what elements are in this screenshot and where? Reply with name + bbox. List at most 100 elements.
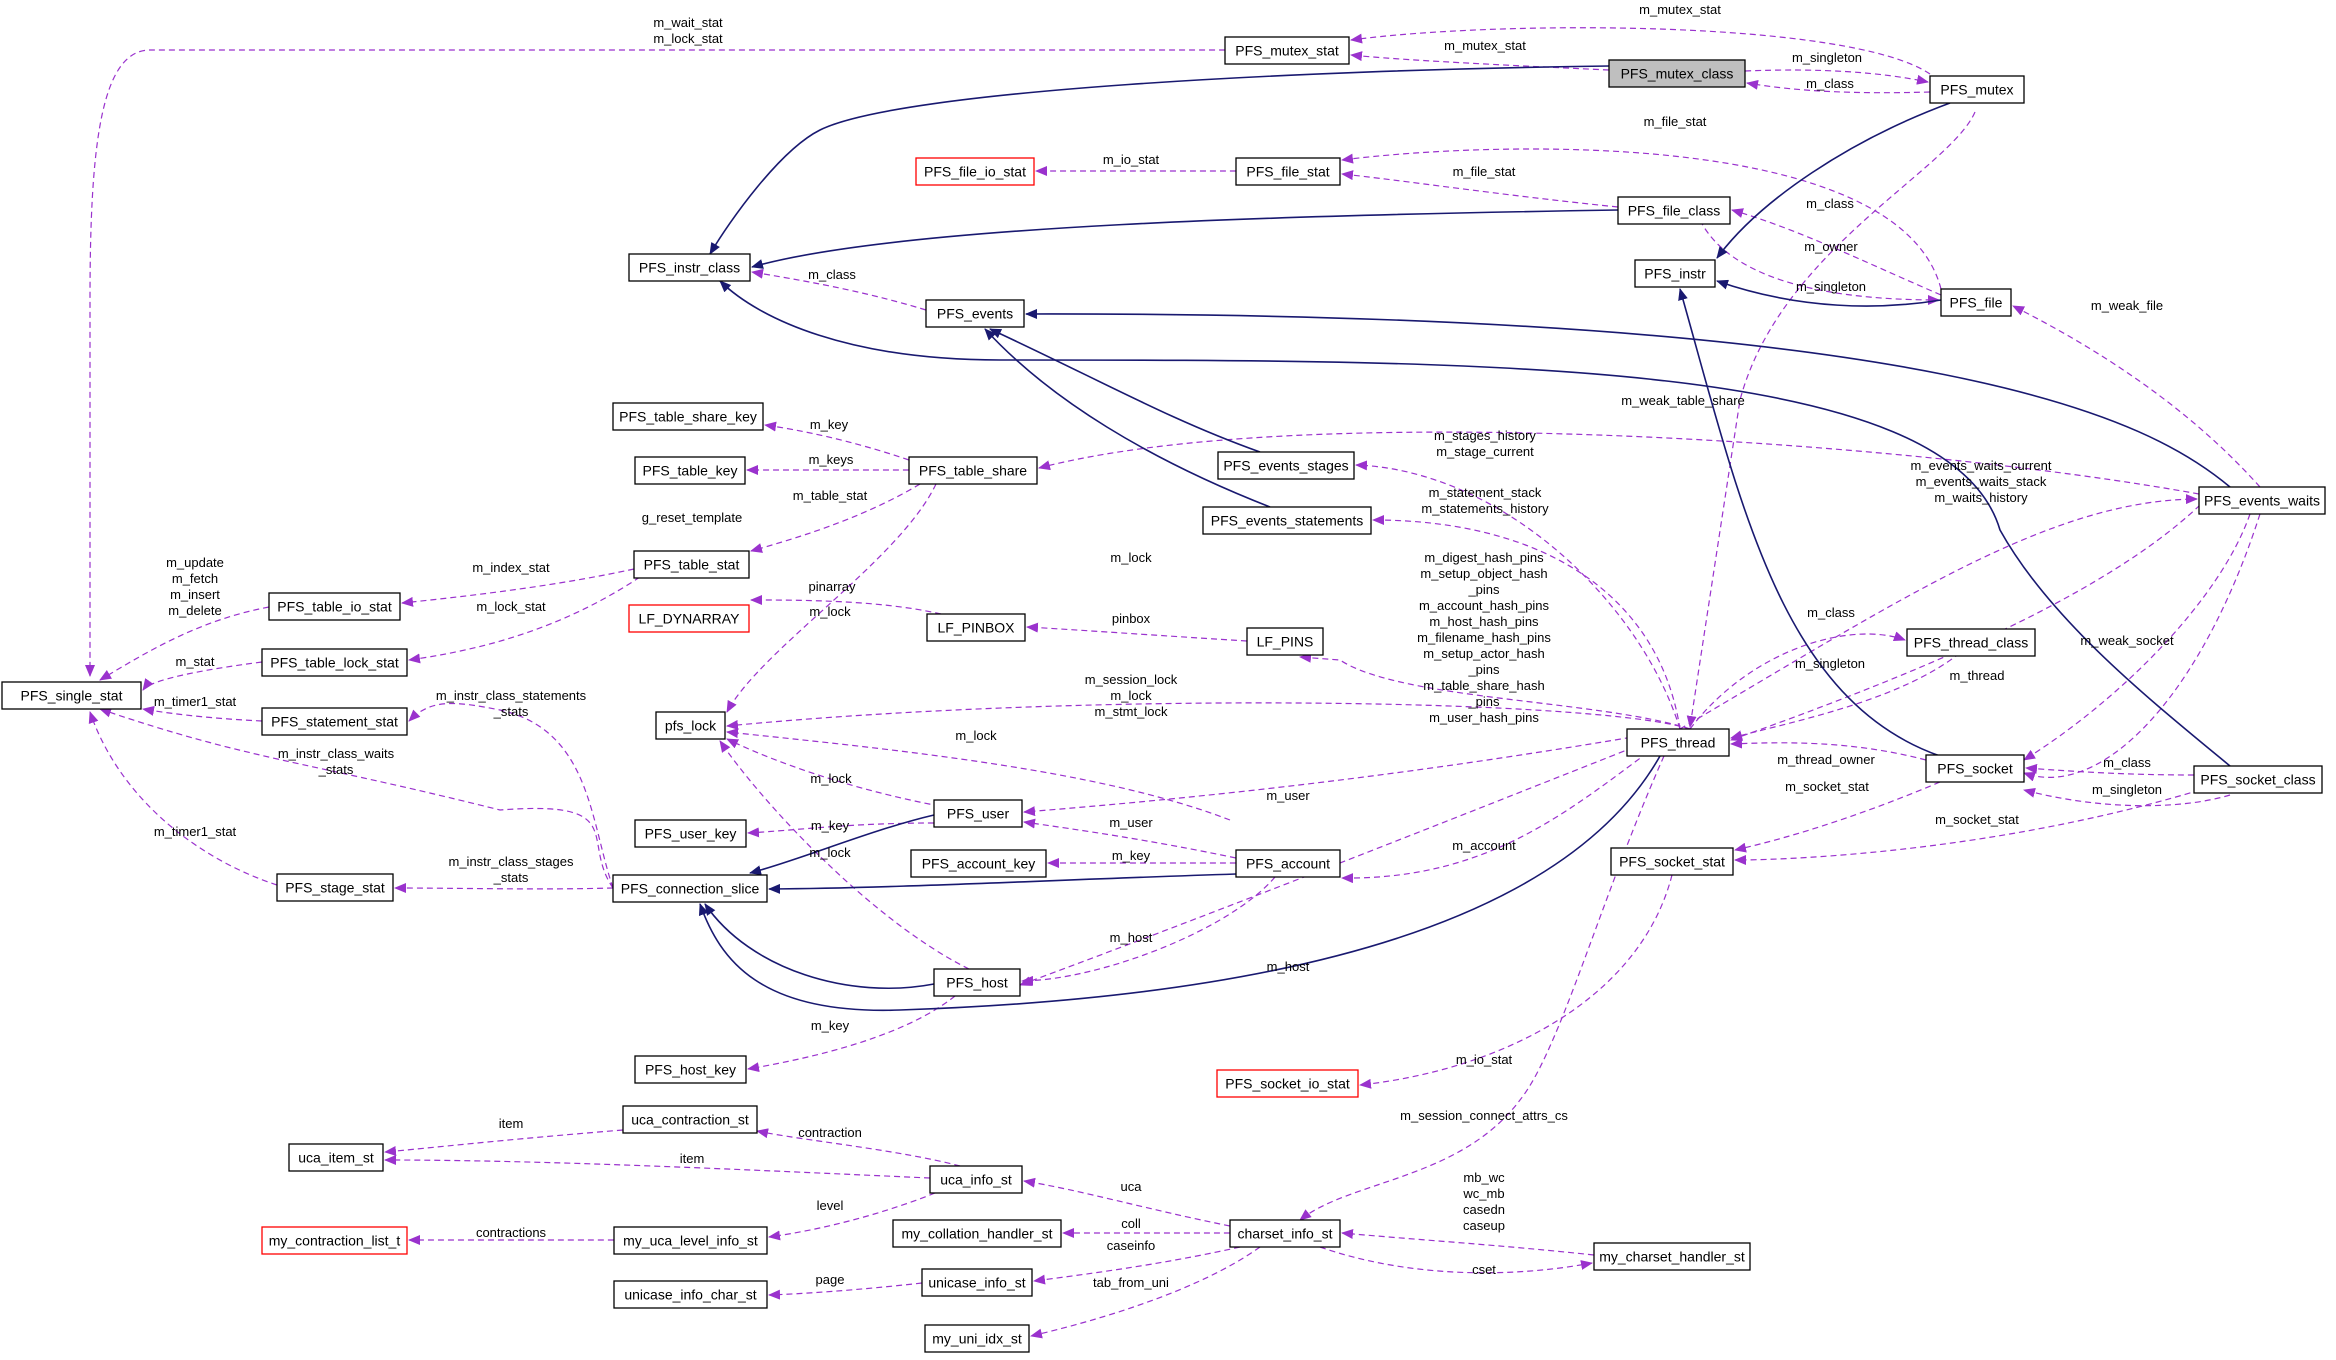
node-pfs-events-statements[interactable]: PFS_events_statements (1202, 506, 1372, 535)
node-pfs-user[interactable]: PFS_user (933, 799, 1023, 828)
node-label: uca_item_st (298, 1150, 374, 1166)
edge-label-line: m_index_stat (472, 560, 550, 575)
node-label: PFS_table_share (919, 463, 1027, 479)
node-uca-info-st[interactable]: uca_info_st (929, 1165, 1023, 1194)
node-box (613, 1280, 768, 1309)
edge-label-line: _stats (493, 870, 529, 885)
edge-label-line: m_class (2103, 755, 2151, 770)
node-pfs-account-key[interactable]: PFS_account_key (910, 849, 1047, 878)
edge-label-line: m_file_stat (1644, 114, 1707, 129)
node-pfs-file[interactable]: PFS_file (1940, 288, 2012, 317)
node-pfs-socket-class[interactable]: PFS_socket_class (2193, 765, 2323, 794)
edge-label-line: m_waits_history (1934, 490, 2028, 505)
node-box (628, 604, 750, 633)
node-label: my_contraction_list_t (269, 1233, 401, 1249)
node-my-charset-handler-st[interactable]: my_charset_handler_st (1593, 1242, 1751, 1271)
node-pfs-file-class[interactable]: PFS_file_class (1617, 196, 1731, 225)
usage-edge (1341, 170, 1619, 208)
node-my-uca-level-info-st[interactable]: my_uca_level_info_st (613, 1226, 768, 1255)
usage-edge (1350, 51, 1610, 71)
node-unicase-info-char-st[interactable]: unicase_info_char_st (613, 1280, 768, 1309)
node-pfs-connection-slice[interactable]: PFS_connection_slice (612, 874, 768, 903)
node-box (1610, 847, 1734, 876)
usage-edge (747, 822, 935, 838)
node-pfs-mutex[interactable]: PFS_mutex (1929, 75, 2025, 104)
edge-label-line: uca (1121, 1179, 1143, 1194)
node-box (261, 707, 408, 736)
usage-edge (1686, 111, 1976, 728)
node-lf-pinbox[interactable]: LF_PINBOX (926, 613, 1026, 642)
node-pfs-table-stat[interactable]: PFS_table_stat (633, 550, 750, 579)
node-box (908, 456, 1038, 485)
node-pfs-instr[interactable]: PFS_instr (1634, 259, 1716, 288)
node-pfs-file-io-stat[interactable]: PFS_file_io_stat (915, 157, 1035, 186)
node-pfs-mutex-class[interactable]: PFS_mutex_class (1608, 59, 1746, 88)
node-pfs-host-key[interactable]: PFS_host_key (634, 1055, 747, 1084)
edge-label-account: m_account (1452, 838, 1516, 853)
node-pfs-file-stat[interactable]: PFS_file_stat (1235, 157, 1341, 186)
inheritance-edge (1716, 102, 1951, 259)
node-pfs-thread[interactable]: PFS_thread (1626, 728, 1730, 757)
node-pfs-socket-io-stat[interactable]: PFS_socket_io_stat (1216, 1069, 1359, 1098)
edge-label-line: m_events_waits_stack (1916, 474, 2047, 489)
node-pfs-table-share[interactable]: PFS_table_share (908, 456, 1038, 485)
edge-label-thread: m_thread (1950, 668, 2005, 683)
usage-edge (1355, 460, 1681, 730)
edge-label-line: m_account_hash_pins (1419, 598, 1550, 613)
node-my-collation-handler-st[interactable]: my_collation_handler_st (892, 1219, 1062, 1248)
node-charset-info-st[interactable]: charset_info_st (1229, 1219, 1341, 1248)
edge-label-line: m_stmt_lock (1095, 704, 1168, 719)
node-pfs-events-waits[interactable]: PFS_events_waits (2198, 486, 2326, 515)
node-lf-pins[interactable]: LF_PINS (1246, 627, 1324, 656)
edge-label-socket-singleton: m_singleton (2092, 782, 2162, 797)
node-label: PFS_statement_stat (271, 714, 398, 730)
node-pfs-statement-stat[interactable]: PFS_statement_stat (261, 707, 408, 736)
edge-label-key-user: m_key (811, 818, 850, 833)
node-pfs-table-lock-stat[interactable]: PFS_table_lock_stat (261, 648, 408, 677)
node-uca-item-st[interactable]: uca_item_st (288, 1143, 384, 1172)
node-label: PFS_mutex (1940, 82, 2013, 98)
edge-label-line: m_lock (1110, 550, 1152, 565)
inheritance-edge (1678, 288, 1941, 757)
node-pfs-table-share-key[interactable]: PFS_table_share_key (612, 402, 764, 431)
node-pfs-socket[interactable]: PFS_socket (1925, 754, 2025, 783)
node-pfs-table-key[interactable]: PFS_table_key (634, 456, 746, 485)
node-my-uni-idx-st[interactable]: my_uni_idx_st (924, 1324, 1030, 1353)
node-pfs-single-stat[interactable]: PFS_single_stat (1, 681, 142, 710)
node-box (1246, 627, 1324, 656)
node-pfs-host[interactable]: PFS_host (933, 968, 1021, 997)
node-box (929, 1165, 1023, 1194)
edge-label-timer1-a: m_timer1_stat (154, 694, 237, 709)
node-pfs-mutex-stat[interactable]: PFS_mutex_stat (1224, 36, 1350, 65)
node-lf-dynarray[interactable]: LF_DYNARRAY (628, 604, 750, 633)
node-pfs-instr-class[interactable]: PFS_instr_class (628, 253, 751, 282)
node-pfs-events-stages[interactable]: PFS_events_stages (1217, 451, 1355, 480)
node-pfs-user-key[interactable]: PFS_user_key (634, 819, 747, 848)
usage-edge (401, 568, 635, 607)
edge-label-line: caseup (1463, 1218, 1505, 1233)
node-pfs-table-io-stat[interactable]: PFS_table_io_stat (268, 592, 401, 621)
edge-label-waits-stats: m_instr_class_waits_stats (278, 746, 395, 777)
node-pfs-lock[interactable]: pfs_lock (655, 711, 726, 740)
node-unicase-info-st[interactable]: unicase_info_st (921, 1268, 1033, 1297)
node-pfs-stage-stat[interactable]: PFS_stage_stat (276, 873, 394, 902)
node-label: LF_DYNARRAY (639, 611, 741, 627)
usage-edge (1023, 818, 1237, 859)
node-uca-contraction-st[interactable]: uca_contraction_st (622, 1105, 758, 1134)
node-my-contraction-list-t[interactable]: my_contraction_list_t (261, 1226, 408, 1255)
node-pfs-thread-class[interactable]: PFS_thread_class (1906, 628, 2036, 657)
node-pfs-socket-stat[interactable]: PFS_socket_stat (1610, 847, 1734, 876)
edge-label-line: m_stat (175, 654, 214, 669)
edge-label-level: level (817, 1198, 844, 1213)
edge-label-page: page (816, 1272, 845, 1287)
node-pfs-account[interactable]: PFS_account (1235, 849, 1341, 878)
usage-edge (1023, 1177, 1231, 1227)
node-label: PFS_events_statements (1211, 513, 1364, 529)
node-pfs-events[interactable]: PFS_events (925, 299, 1025, 328)
edge-label-user: m_user (1266, 788, 1310, 803)
node-label: PFS_file_io_stat (924, 164, 1026, 180)
node-box (634, 456, 746, 485)
edge-label-line: coll (1121, 1216, 1141, 1231)
edge-label-index-stat: m_index_stat (472, 560, 550, 575)
